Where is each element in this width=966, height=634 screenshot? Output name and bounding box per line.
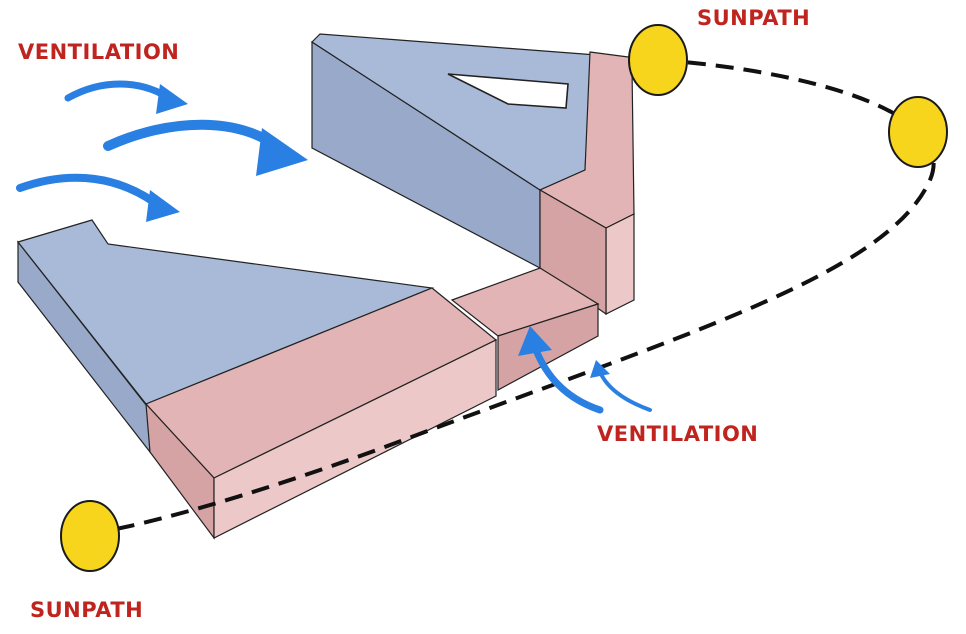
sun-icon [888,96,948,168]
airflow-arrow-icon [64,80,188,114]
ventilation-label-bottom: VENTILATION [597,422,759,446]
airflow-arrow-icon [518,326,604,414]
sunpath-label-bottom: SUNPATH [30,598,144,622]
lower-wing-top-cool [16,219,435,405]
lower-wing [16,219,498,540]
sunpath-curve [99,58,936,534]
sunpath-label-top: SUNPATH [697,6,811,30]
upper-wing-opening [447,73,569,109]
sun-icon [60,500,120,572]
lower-wing-long-face [213,339,497,539]
airflow-arrow-icon [16,173,180,222]
upper-wing [311,33,637,316]
ventilation-label-top: VENTILATION [18,40,180,64]
airflow-arrow-icon [590,360,652,412]
airflow-arrow-icon [103,119,308,176]
upper-wing-end-face [605,213,635,315]
upper-wing-lower-face [539,188,607,316]
sun-icon [628,24,688,96]
